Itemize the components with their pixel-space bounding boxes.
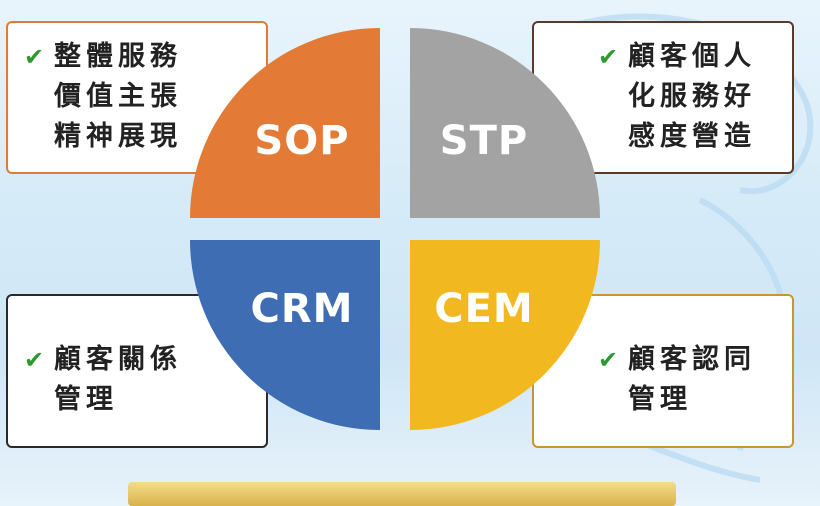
- box-line: 顧客認同: [628, 344, 756, 375]
- quadrant-crm: [190, 240, 380, 430]
- check-icon: ✔: [598, 346, 619, 374]
- box-line: 顧客個人: [628, 41, 756, 72]
- bottom-banner-bar: [128, 482, 676, 506]
- box-line: 顧客關係: [54, 344, 182, 375]
- box-stp-description: ✔ 顧客個人 化服務好 感度營造: [532, 21, 794, 174]
- check-icon: ✔: [24, 43, 45, 71]
- box-line: 價值主張: [54, 81, 182, 112]
- quadrant-label-sop: SOP: [254, 118, 350, 164]
- quadrant-stp: [410, 28, 600, 218]
- quadrant-sop: [190, 28, 380, 218]
- check-icon: ✔: [598, 43, 619, 71]
- box-sop-description: ✔ 整體服務 價值主張 精神展現: [6, 21, 268, 174]
- box-line: 管理: [54, 384, 118, 415]
- box-line: 整體服務: [54, 41, 182, 72]
- check-icon: ✔: [24, 346, 45, 374]
- quadrant-label-stp: STP: [439, 118, 529, 164]
- box-line: 管理: [628, 384, 692, 415]
- box-line: 感度營造: [628, 121, 756, 152]
- quadrant-label-crm: CRM: [250, 286, 354, 332]
- box-line: 化服務好: [628, 81, 756, 112]
- box-line: 精神展現: [54, 121, 182, 152]
- quadrant-cem: [410, 240, 600, 430]
- quadrant-label-cem: CEM: [434, 286, 534, 332]
